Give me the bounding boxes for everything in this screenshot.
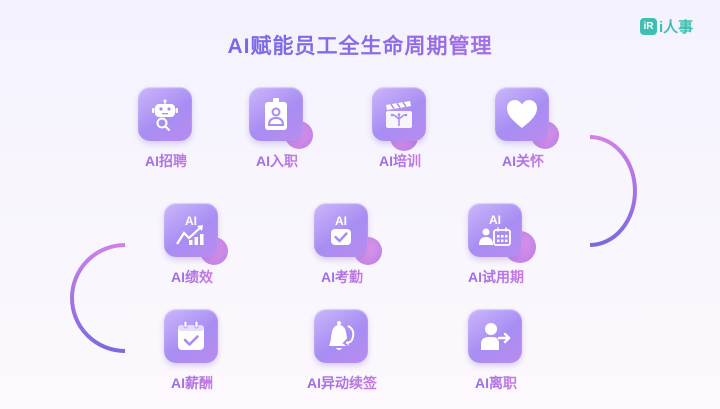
- ai-checkbox-icon: AI: [331, 214, 351, 245]
- stage-label: AI培训: [379, 153, 421, 169]
- stage-label: AI招聘: [145, 153, 187, 169]
- svg-text:AI: AI: [335, 214, 347, 228]
- logo-badge-icon: iR: [640, 18, 657, 35]
- svg-text:AI: AI: [185, 214, 197, 228]
- stage-onboarding[interactable]: AI入职: [227, 87, 327, 171]
- brand-logo: iR i人事: [640, 16, 693, 37]
- robot-search-icon: [152, 99, 178, 132]
- clapperboard-icon: [386, 101, 412, 128]
- stage-label: AI关怀: [502, 153, 544, 169]
- stage-probation[interactable]: AI AI试用期: [446, 203, 546, 287]
- svg-text:AI: AI: [489, 213, 501, 227]
- ai-growth-chart-icon: AI: [176, 214, 204, 245]
- calendar-check-icon: [178, 320, 204, 350]
- stage-recruitment[interactable]: AI招聘: [116, 87, 216, 171]
- stage-label: AI离职: [475, 375, 517, 391]
- stage-transfer-renewal[interactable]: AI异动续签: [292, 309, 392, 393]
- stage-attendance[interactable]: AI AI考勤: [292, 203, 392, 287]
- stage-performance[interactable]: AI AI绩效: [142, 203, 242, 287]
- page-title: AI赋能员工全生命周期管理: [0, 30, 720, 60]
- user-exit-icon: [481, 323, 511, 350]
- stage-label: AI试用期: [468, 269, 524, 285]
- heart-icon: [507, 100, 537, 128]
- id-badge-icon: [265, 98, 287, 130]
- stage-offboarding[interactable]: AI离职: [446, 309, 546, 393]
- bell-refresh-icon: [329, 321, 355, 350]
- ai-user-calendar-icon: AI: [479, 213, 511, 246]
- stage-label: AI薪酬: [171, 375, 213, 391]
- stage-training[interactable]: AI培训: [350, 87, 450, 171]
- stage-care[interactable]: AI关怀: [473, 87, 573, 171]
- stage-label: AI异动续签: [307, 375, 377, 391]
- stage-label: AI绩效: [171, 269, 213, 285]
- logo-text: i人事: [659, 19, 694, 36]
- stage-label: AI入职: [256, 153, 298, 169]
- stage-compensation[interactable]: AI薪酬: [142, 309, 242, 393]
- stage-label: AI考勤: [321, 269, 363, 285]
